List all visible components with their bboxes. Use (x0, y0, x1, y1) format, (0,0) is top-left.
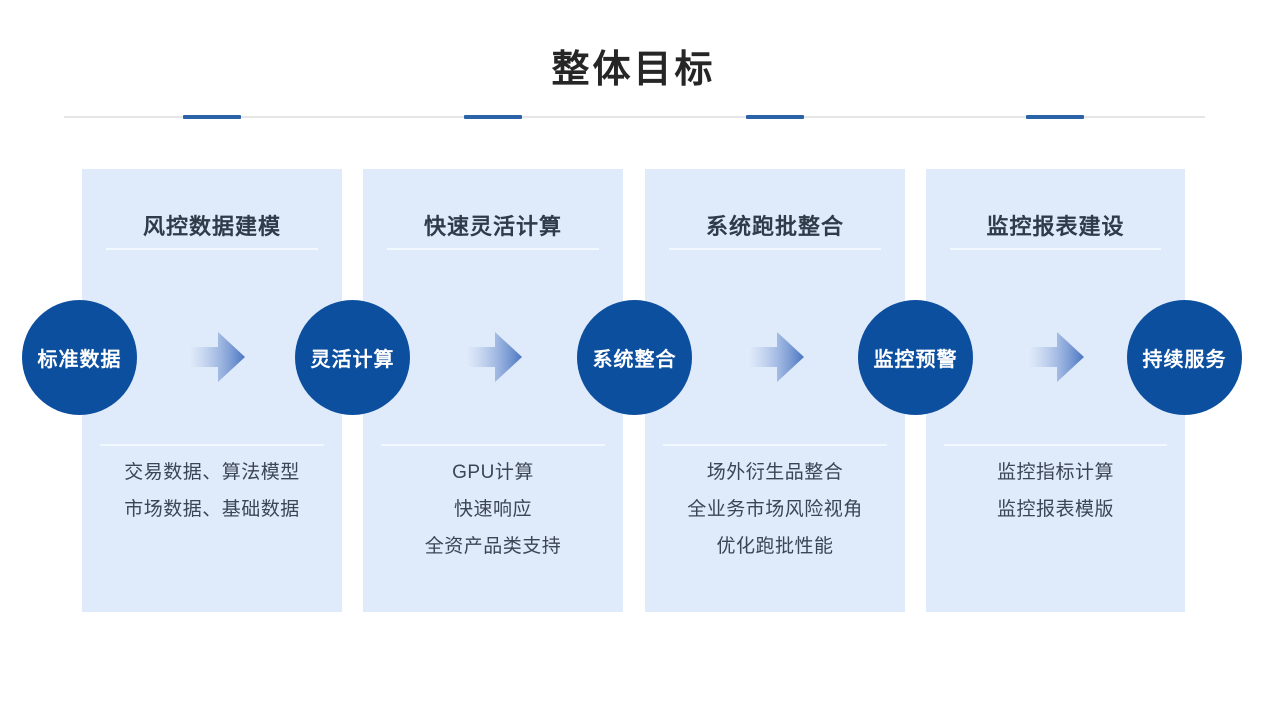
card-title: 风控数据建模 (142, 214, 281, 239)
card-title: 快速灵活计算 (423, 214, 562, 239)
divider-tick (183, 115, 241, 119)
card-item: 监控指标计算 (996, 462, 1114, 483)
flow-node-flexible-compute: 灵活计算 (295, 300, 410, 415)
card-title: 系统跑批整合 (705, 214, 844, 239)
arrow-right-icon (188, 332, 245, 382)
card-item: 快速响应 (453, 499, 532, 520)
header-divider (106, 248, 318, 250)
flow-node-monitor-alert: 监控预警 (858, 300, 973, 415)
card-item: 全资产品类支持 (424, 536, 562, 557)
arrow-right-icon (1027, 332, 1084, 382)
card-item: GPU计算 (452, 462, 534, 483)
flow-node-system-integration: 系统整合 (577, 300, 692, 415)
page-title: 整体目标 (551, 49, 716, 91)
card-item: 市场数据、基础数据 (124, 499, 300, 520)
card-item-list: 交易数据、算法模型 市场数据、基础数据 (82, 454, 342, 528)
divider-tick (746, 115, 804, 119)
card-item: 交易数据、算法模型 (124, 462, 300, 483)
arrow-right-icon (465, 332, 522, 382)
card-item-list: 监控指标计算 监控报表模版 (926, 454, 1185, 528)
divider-tick (464, 115, 522, 119)
flow-node-standard-data: 标准数据 (22, 300, 137, 415)
divider-tick (1026, 115, 1084, 119)
card-title: 监控报表建设 (986, 214, 1125, 239)
card-item: 场外衍生品整合 (706, 462, 844, 483)
footer-divider (100, 444, 324, 446)
flow-node-continuous-service: 持续服务 (1127, 300, 1242, 415)
card-item: 监控报表模版 (996, 499, 1114, 520)
decorative-divider-line (64, 115, 1205, 119)
card-item-list: 场外衍生品整合 全业务市场风险视角 优化跑批性能 (645, 454, 905, 565)
header-divider (950, 248, 1161, 250)
goal-card-batch-integration: 系统跑批整合 场外衍生品整合 全业务市场风险视角 优化跑批性能 (645, 169, 905, 612)
footer-divider (663, 444, 887, 446)
card-item-list: GPU计算 快速响应 全资产品类支持 (363, 454, 623, 565)
header-divider (387, 248, 599, 250)
goal-card-flexible-compute: 快速灵活计算 GPU计算 快速响应 全资产品类支持 (363, 169, 623, 612)
footer-divider (381, 444, 605, 446)
header-divider (669, 248, 881, 250)
card-item: 全业务市场风险视角 (687, 499, 863, 520)
card-item: 优化跑批性能 (716, 536, 834, 557)
footer-divider (944, 444, 1167, 446)
arrow-right-icon (747, 332, 804, 382)
